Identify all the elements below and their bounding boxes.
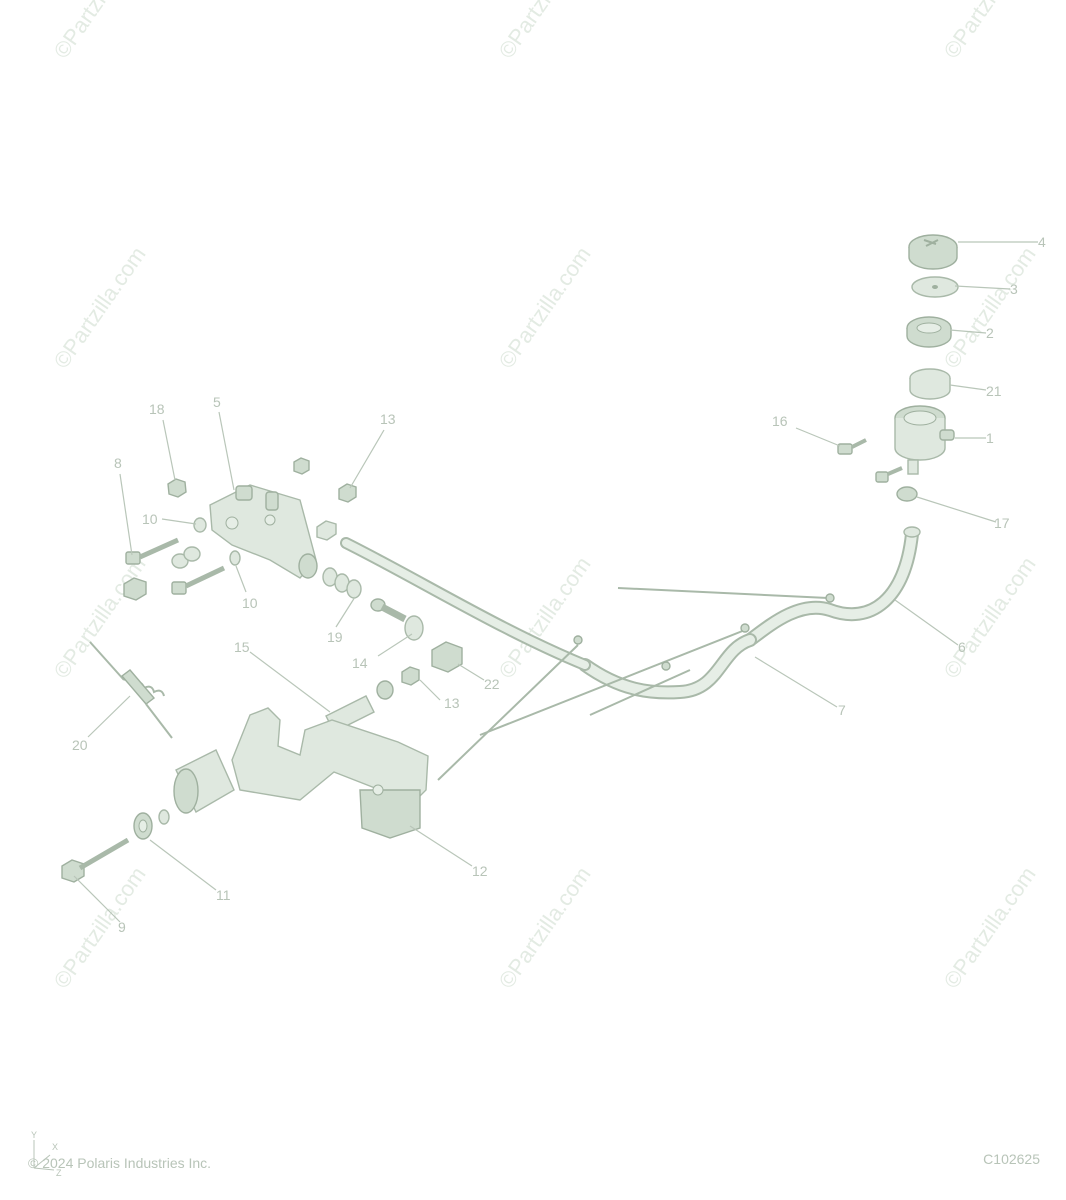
callout-8: 8 <box>114 455 122 471</box>
callout-2: 2 <box>986 325 994 341</box>
callout-12: 12 <box>472 863 488 879</box>
diagram-code: C102625 <box>983 1151 1040 1167</box>
watermark: ©Partzilla.com <box>494 242 596 373</box>
callout-21: 21 <box>986 383 1002 399</box>
bolt-9 <box>61 837 130 883</box>
spring-20 <box>89 641 173 739</box>
callout-3: 3 <box>1010 281 1018 297</box>
callout-13-upper: 13 <box>380 411 396 427</box>
brake-pedal <box>231 707 429 839</box>
fitting <box>123 577 147 601</box>
bolt-lower <box>171 565 226 595</box>
nut-13-upper <box>338 483 357 503</box>
master-cylinder-5 <box>209 484 318 579</box>
diaphragm-3 <box>911 276 959 298</box>
watermarks: ©Partzilla.com ©Partzilla.com ©Partzilla… <box>49 0 1041 993</box>
bolt-8 <box>125 537 180 565</box>
callout-4: 4 <box>1038 234 1046 250</box>
leader-lines <box>73 241 1038 923</box>
callout-5: 5 <box>213 394 221 410</box>
washer-11 <box>133 809 170 840</box>
callout-9: 9 <box>118 919 126 935</box>
callout-16: 16 <box>772 413 788 429</box>
watermark: ©Partzilla.com <box>939 552 1041 683</box>
callout-labels: 1 2 3 4 5 6 7 8 9 10 10 11 12 13 13 14 1… <box>72 234 1046 935</box>
sleeve <box>173 749 235 814</box>
callout-15: 15 <box>234 639 250 655</box>
callout-14: 14 <box>352 655 368 671</box>
watermark: ©Partzilla.com <box>939 0 1041 63</box>
watermark: ©Partzilla.com <box>49 862 151 993</box>
axis-x-label: X <box>52 1142 58 1152</box>
callout-10-lower: 10 <box>242 595 258 611</box>
watermark: ©Partzilla.com <box>939 862 1041 993</box>
hose-8 <box>743 526 921 647</box>
bushing-22 <box>431 641 463 673</box>
reservoir-cap-4 <box>908 234 958 270</box>
copyright-text: © 2024 Polaris Industries Inc. <box>28 1155 212 1171</box>
float-21 <box>909 368 951 400</box>
washer-10-upper <box>193 517 207 533</box>
callout-13-lower: 13 <box>444 695 460 711</box>
brake-line <box>340 537 591 671</box>
axis-triad: Y X Z <box>31 1130 62 1178</box>
pushrod-14 <box>370 598 424 641</box>
callout-18: 18 <box>149 401 165 417</box>
callout-22: 22 <box>484 676 500 692</box>
callout-6: 6 <box>958 639 966 655</box>
seals-19 <box>322 567 362 599</box>
nut-13-lower <box>401 666 420 686</box>
plate-2 <box>906 316 952 348</box>
callout-10-upper: 10 <box>142 511 158 527</box>
nut-mid <box>316 520 337 541</box>
o-rings <box>171 546 201 569</box>
nut-top <box>293 457 310 475</box>
clamp-17 <box>896 486 918 502</box>
washer-10-lower <box>229 550 241 566</box>
watermark: ©Partzilla.com <box>494 0 596 63</box>
nut-18 <box>167 478 187 498</box>
axis-y-label: Y <box>31 1130 37 1140</box>
screw-reservoir <box>875 466 903 483</box>
callout-19: 19 <box>327 629 343 645</box>
watermark: ©Partzilla.com <box>49 242 151 373</box>
screw-16 <box>837 438 867 455</box>
callout-17: 17 <box>994 515 1010 531</box>
callout-20: 20 <box>72 737 88 753</box>
reservoir-1 <box>894 405 955 475</box>
wires <box>437 587 835 781</box>
callout-11: 11 <box>216 887 231 903</box>
watermark: ©Partzilla.com <box>49 552 151 683</box>
callout-7: 7 <box>838 702 846 718</box>
watermark: ©Partzilla.com <box>49 0 151 63</box>
watermark: ©Partzilla.com <box>494 862 596 993</box>
callout-1: 1 <box>986 430 994 446</box>
axis-z-label: Z <box>56 1168 62 1178</box>
